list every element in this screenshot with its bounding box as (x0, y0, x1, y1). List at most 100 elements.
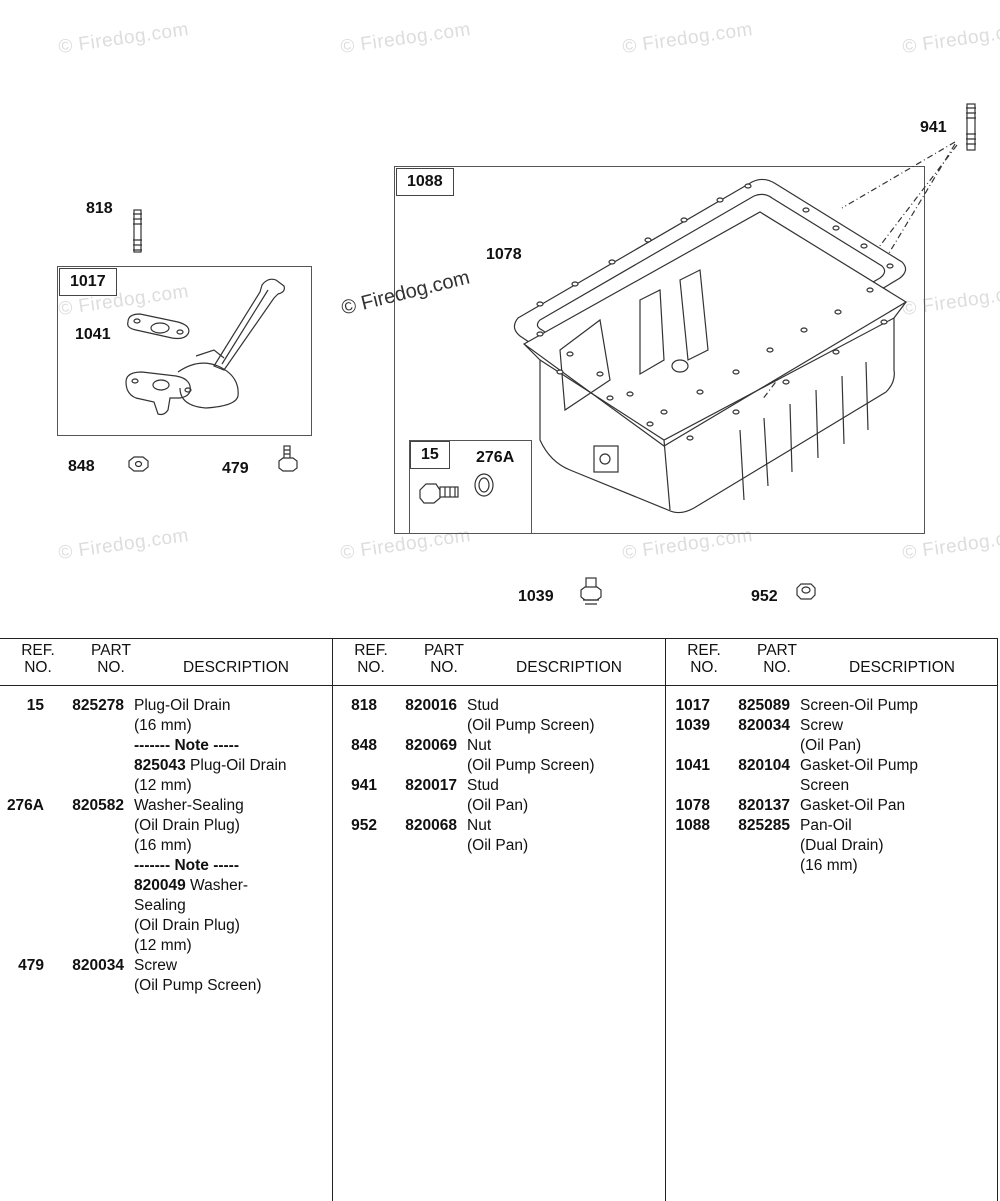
description: Nut (Oil Pan) (467, 816, 665, 856)
table-row: 825043 Plug-Oil Drain(12 mm) (0, 756, 332, 796)
callout-1039: 1039 (518, 588, 554, 605)
part-no: 820104 (738, 757, 790, 774)
description-text: Washer- (190, 877, 249, 894)
description-line: Gasket-Oil Pump (800, 757, 919, 774)
description-line: Screw (800, 717, 844, 734)
description-line: Nut (467, 817, 492, 834)
alt-part-no: 825043 (134, 757, 186, 774)
parts-diagram: © Firedog.com © Firedog.com © Firedog.co… (57, 19, 1000, 605)
stud-941-icon (966, 103, 976, 151)
description-line: Washer-Sealing (134, 797, 244, 814)
gasket-1041-icon (127, 313, 190, 340)
description-line: 825043 Plug-Oil Drain (134, 756, 332, 776)
callout-848: 848 (68, 458, 95, 475)
header-part: PART (757, 642, 797, 659)
header-part-no: NO. (430, 659, 458, 676)
part-no: 820016 (405, 697, 457, 714)
description-text: Plug-Oil Drain (190, 757, 287, 774)
ref-no: 1039 (675, 717, 710, 734)
part-no (54, 876, 134, 956)
part-no: 825278 (72, 697, 124, 714)
nut-848-icon (128, 456, 149, 472)
description-line: (16 mm) (134, 837, 192, 854)
callout-479: 479 (222, 460, 249, 477)
header-part: PART (424, 642, 464, 659)
description-line: (Oil Drain Plug) (134, 917, 240, 934)
alt-part-no: 820049 (134, 877, 186, 894)
description-line: (Dual Drain) (800, 837, 884, 854)
header-ref: REF. (354, 642, 388, 659)
part-no (54, 856, 134, 876)
description-line: (Oil Pump Screen) (467, 757, 595, 774)
description-line: Nut (467, 737, 492, 754)
description: Washer-Sealing(Oil Drain Plug)(16 mm) (134, 796, 332, 856)
description-line: Screen-Oil Pump (800, 697, 919, 714)
oil-pan-panel (394, 166, 925, 534)
part-no: 820068 (405, 817, 457, 834)
header-part-no: NO. (763, 659, 791, 676)
stud-818-icon (133, 209, 142, 253)
description-line: Plug-Oil Drain (134, 697, 231, 714)
screw-479-icon (278, 445, 298, 472)
header-ref: REF. (21, 642, 55, 659)
ref-no: 952 (351, 817, 377, 834)
table-row: ------- Note ----- (0, 856, 332, 876)
part-no: 825285 (738, 817, 790, 834)
table-row: 952 820068 Nut (Oil Pan) (333, 816, 665, 856)
ref-no: 1078 (675, 797, 710, 814)
ref-no: 1088 (675, 817, 710, 834)
table-row: 1078 820137 Gasket-Oil Pan (666, 796, 997, 816)
drain-plug-subpanel (409, 440, 532, 534)
ref-no: 479 (18, 957, 44, 974)
oil-pump-screen-panel (57, 266, 312, 436)
description: 820049 Washer-Sealing(Oil Drain Plug)(12… (134, 876, 332, 956)
description-line: (12 mm) (134, 777, 192, 794)
note-divider: ------- Note ----- (134, 857, 239, 874)
description: ------- Note ----- (134, 856, 332, 876)
ref-no: 848 (351, 737, 377, 754)
table-row: ------- Note ----- (0, 736, 332, 756)
header-ref-no: NO. (24, 659, 52, 676)
ref-no (0, 856, 54, 876)
ref-no: 15 (26, 697, 44, 714)
header-description: DESCRIPTION (183, 659, 289, 676)
header-description: DESCRIPTION (849, 659, 955, 676)
description-line: (Oil Pan) (800, 737, 862, 754)
description: Plug-Oil Drain(16 mm) (134, 696, 332, 736)
description: Screen-Oil Pump (800, 696, 997, 716)
callout-1088: 1088 (396, 168, 454, 196)
description-line: Screw (134, 957, 178, 974)
description-line: (Oil Pan) (467, 837, 529, 854)
ref-no: 1017 (675, 697, 710, 714)
drain-plug-15-icon (419, 483, 459, 504)
part-no: 820137 (738, 797, 790, 814)
description: Gasket-Oil Pan (800, 796, 997, 816)
callout-818: 818 (86, 200, 113, 217)
table-row: 820049 Washer-Sealing(Oil Drain Plug)(12… (0, 876, 332, 956)
description: Nut (Oil Pump Screen) (467, 736, 665, 776)
callout-276A: 276A (476, 449, 515, 466)
part-no: 820582 (72, 797, 124, 814)
ref-no: 818 (351, 697, 377, 714)
oil-pump-screen-icon (125, 278, 285, 416)
callout-15: 15 (410, 441, 450, 469)
note-divider: ------- Note ----- (134, 737, 239, 754)
description: Pan-Oil(Dual Drain)(16 mm) (800, 816, 997, 876)
description: Stud(Oil Pump Screen) (467, 696, 665, 736)
ref-no: 1041 (675, 757, 710, 774)
callout-1017: 1017 (59, 268, 117, 296)
description-line: Sealing (134, 897, 186, 914)
ref-no (0, 736, 54, 756)
table-row: 818 820016 Stud(Oil Pump Screen) (333, 696, 665, 736)
nut-952-icon (796, 583, 816, 600)
part-no (54, 736, 134, 756)
